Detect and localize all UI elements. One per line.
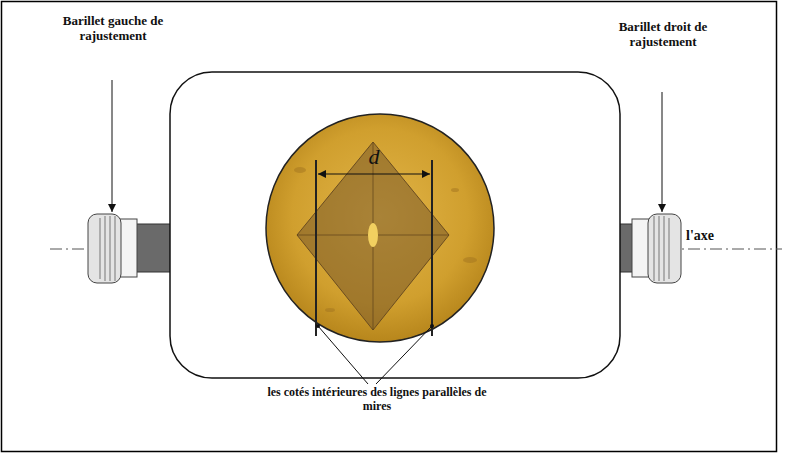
callout-label: les cotés intérieures des lignes parallè… <box>262 386 492 414</box>
axis-label: l'axe <box>670 228 730 244</box>
part-label: Barillet gauche de rajustement <box>58 14 168 44</box>
dimension-label: d <box>354 144 394 169</box>
part-label: Barillet droit de rajustement <box>608 20 718 50</box>
